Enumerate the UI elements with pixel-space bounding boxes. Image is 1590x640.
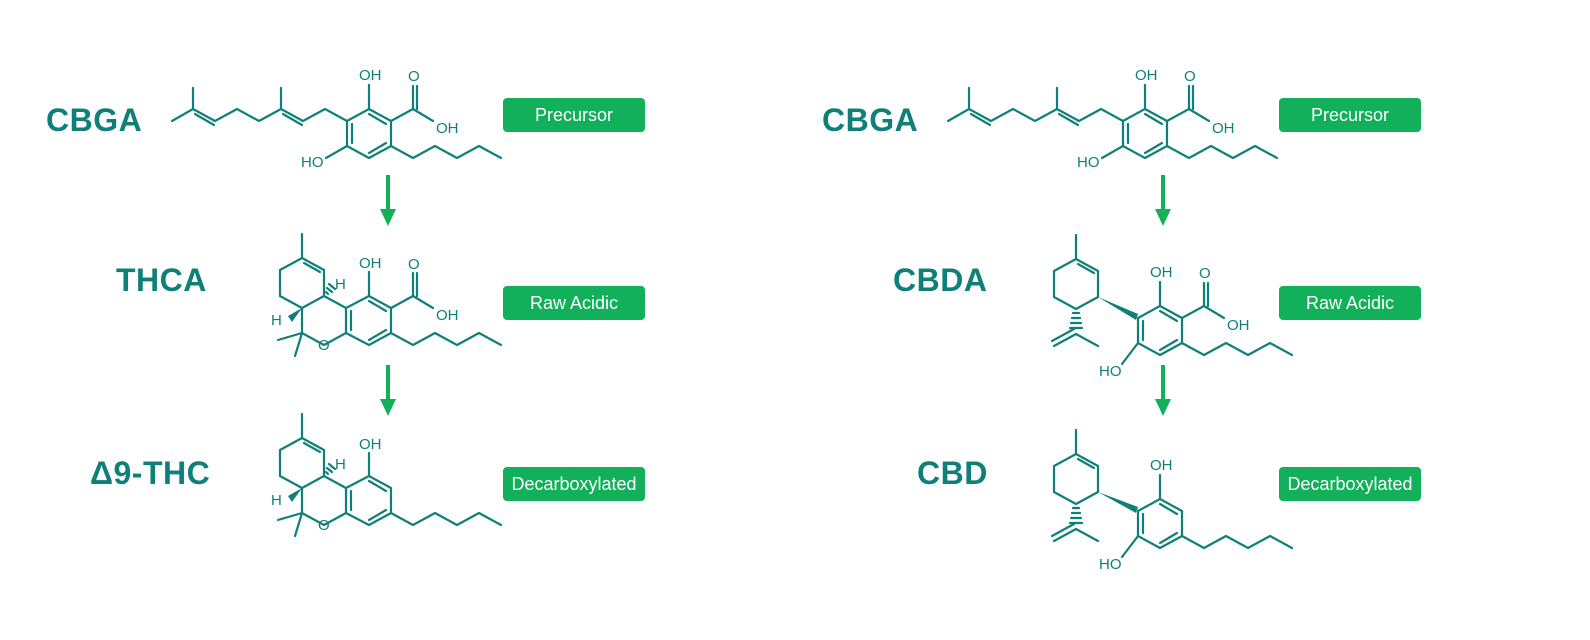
- svg-text:O: O: [318, 517, 330, 534]
- compound-name-delta9-thc: Δ9-THC: [90, 455, 211, 491]
- thc-structure: H H O OH: [271, 412, 503, 538]
- cbga-structure: OH O OH HO: [946, 67, 1279, 171]
- svg-text:OH: OH: [359, 67, 382, 84]
- stage-badge-precursor: Precursor: [503, 98, 645, 132]
- compound-name-cbga: CBGA: [822, 102, 919, 138]
- arrow-down-icon: [380, 365, 396, 416]
- svg-text:O: O: [318, 337, 330, 354]
- svg-text:HO: HO: [301, 154, 324, 171]
- arrow-down-icon: [380, 175, 396, 226]
- arrow-down-icon: [1155, 175, 1171, 226]
- svg-text:O: O: [408, 256, 420, 273]
- svg-text:OH: OH: [1150, 457, 1173, 474]
- svg-text:H: H: [335, 456, 346, 473]
- thca-structure: H H O OH O OH: [271, 232, 503, 358]
- svg-text:OH: OH: [1150, 264, 1173, 281]
- svg-text:OH: OH: [1135, 67, 1158, 84]
- arrow-down-icon: [1155, 365, 1171, 416]
- svg-text:HO: HO: [1099, 556, 1122, 573]
- compound-name-cbga: CBGA: [46, 102, 143, 138]
- svg-text:O: O: [1184, 68, 1196, 85]
- svg-text:OH: OH: [436, 120, 459, 137]
- svg-text:O: O: [1199, 265, 1211, 282]
- stage-badge-raw-acidic: Raw Acidic: [503, 286, 645, 320]
- stage-badge-raw-acidic: Raw Acidic: [1279, 286, 1421, 320]
- svg-text:OH: OH: [1212, 120, 1235, 137]
- compound-name-cbd: CBD: [917, 455, 988, 491]
- cbga-structure: OH O OH HO: [170, 67, 503, 171]
- svg-text:OH: OH: [359, 255, 382, 272]
- svg-text:HO: HO: [1077, 154, 1100, 171]
- cbd-structure: OH HO: [1050, 428, 1294, 573]
- svg-text:H: H: [271, 312, 282, 329]
- compound-name-cbda: CBDA: [893, 262, 988, 298]
- stage-badge-decarboxylated: Decarboxylated: [1279, 467, 1421, 501]
- svg-text:O: O: [408, 68, 420, 85]
- svg-text:OH: OH: [359, 436, 382, 453]
- svg-text:HO: HO: [1099, 363, 1122, 380]
- svg-text:H: H: [271, 492, 282, 509]
- stage-badge-precursor: Precursor: [1279, 98, 1421, 132]
- compound-name-thca: THCA: [116, 262, 207, 298]
- svg-text:H: H: [335, 276, 346, 293]
- stage-badge-decarboxylated: Decarboxylated: [503, 467, 645, 501]
- cbda-structure: OH O OH HO: [1050, 233, 1294, 380]
- svg-text:OH: OH: [436, 307, 459, 324]
- svg-text:OH: OH: [1227, 317, 1250, 334]
